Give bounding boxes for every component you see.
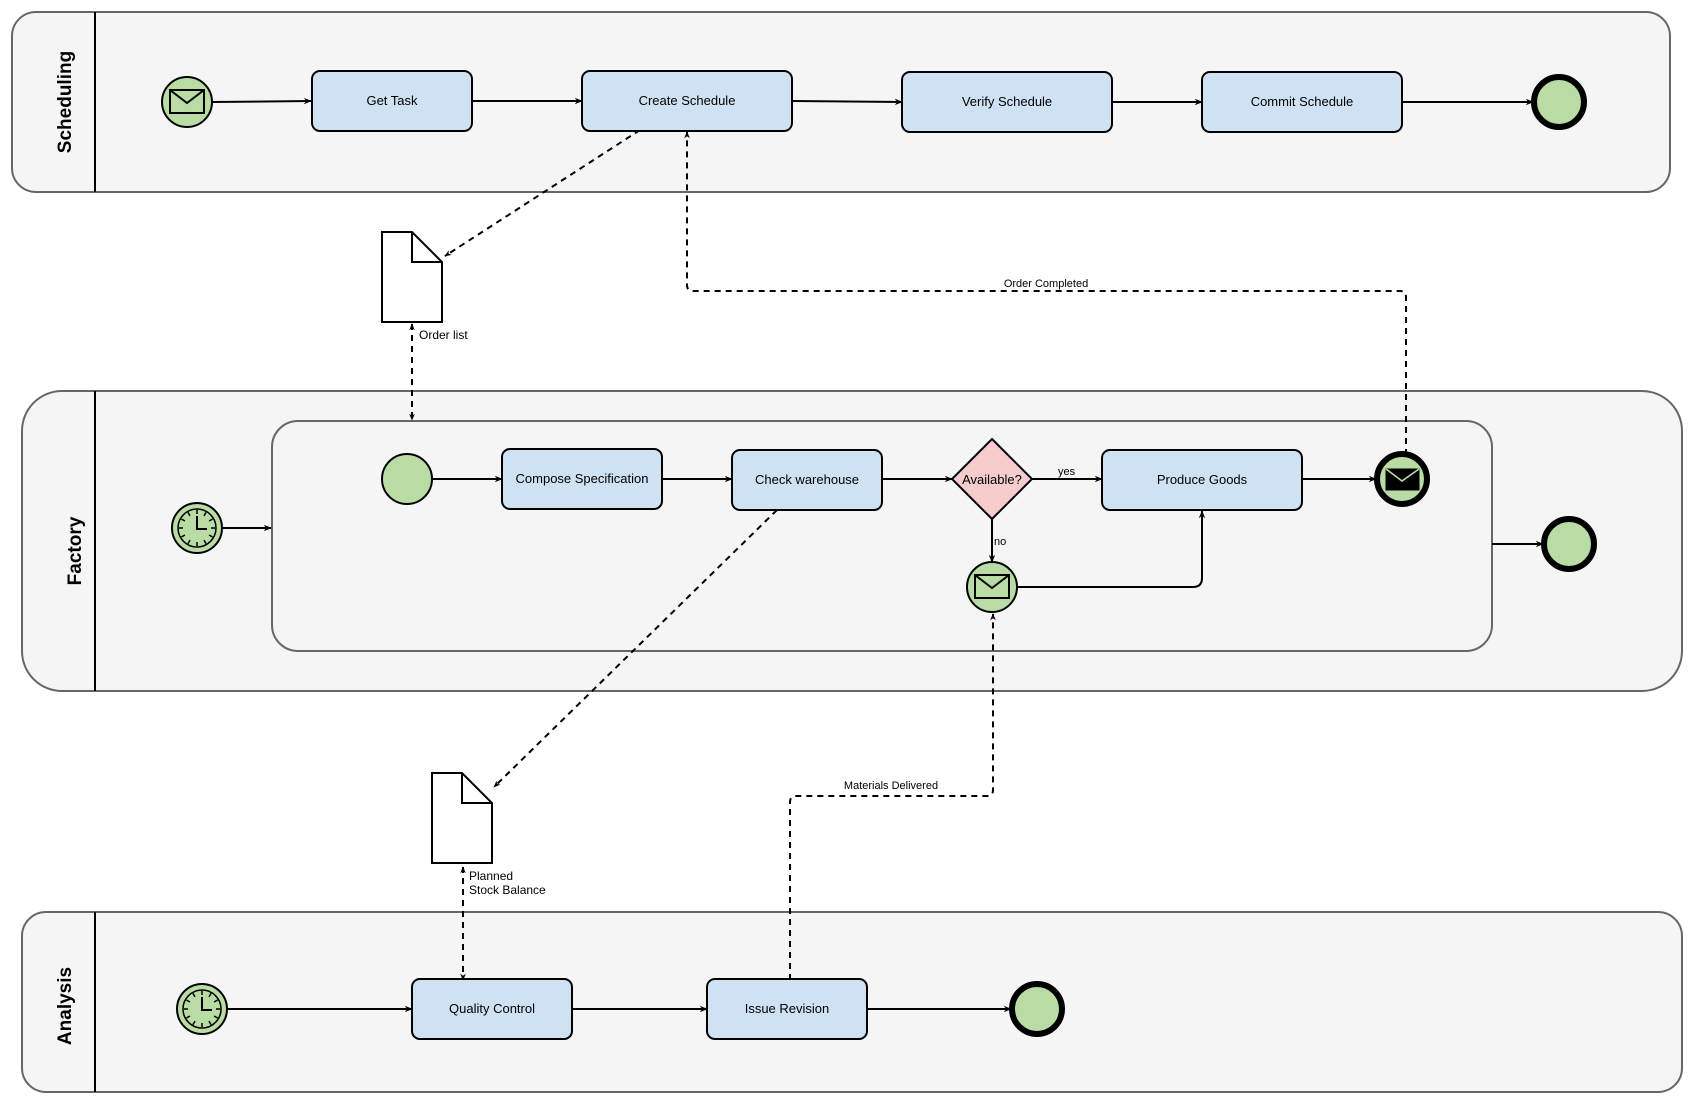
clock-icon — [177, 508, 217, 548]
lane-title-analysis: Analysis — [55, 967, 76, 1045]
factory-timer-start-event[interactable] — [171, 502, 223, 554]
message-flow-order-completed — [684, 131, 1407, 455]
envelope-icon — [169, 89, 205, 114]
filled-envelope-icon — [1385, 468, 1420, 491]
message-flow-materials-delivered — [789, 613, 996, 980]
task-label: Create Schedule — [639, 93, 736, 108]
message-end-event[interactable] — [1374, 451, 1430, 507]
sequence-flows — [211, 97, 1544, 1013]
task-label: Check warehouse — [755, 472, 859, 487]
flow-start-to-get-task — [211, 97, 312, 105]
task-verify-schedule[interactable]: Verify Schedule — [901, 71, 1113, 133]
task-label: Commit Schedule — [1251, 94, 1354, 109]
document-label: Order list — [419, 328, 468, 342]
task-create-schedule[interactable]: Create Schedule — [581, 70, 793, 132]
lane-title-scheduling: Scheduling — [55, 51, 76, 153]
flow-message-to-produce — [1017, 510, 1206, 588]
subprocess-start-event[interactable] — [381, 453, 433, 505]
task-label: Compose Specification — [516, 471, 649, 486]
task-label: Issue Revision — [745, 1001, 830, 1016]
envelope-icon — [974, 574, 1010, 599]
task-quality-control[interactable]: Quality Control — [411, 978, 573, 1040]
message-flow-label-order-completed: Order Completed — [1004, 278, 1088, 290]
task-label: Get Task — [366, 93, 418, 108]
analysis-end-event[interactable] — [1009, 981, 1065, 1037]
document-label-line1: Planned — [469, 869, 513, 883]
dashed-flows — [409, 129, 1407, 981]
clock-icon — [182, 989, 222, 1029]
task-get-task[interactable]: Get Task — [311, 70, 473, 132]
message-catch-event[interactable] — [966, 561, 1018, 613]
lane-title-factory: Factory — [65, 516, 86, 585]
task-label: Verify Schedule — [962, 94, 1052, 109]
factory-end-event[interactable] — [1541, 516, 1597, 572]
task-commit-schedule[interactable]: Commit Schedule — [1201, 71, 1403, 133]
task-label: Quality Control — [449, 1001, 535, 1016]
document-planned-stock-balance[interactable]: Planned Stock Balance — [431, 772, 546, 897]
message-flow-label-materials-delivered: Materials Delivered — [844, 780, 938, 792]
document-icon — [381, 231, 443, 323]
task-produce-goods[interactable]: Produce Goods — [1101, 449, 1303, 511]
association-create-to-order-list — [444, 129, 641, 257]
document-label-line2: Stock Balance — [469, 883, 546, 897]
task-issue-revision[interactable]: Issue Revision — [706, 978, 868, 1040]
scheduling-end-event[interactable] — [1531, 74, 1587, 130]
task-compose-specification[interactable]: Compose Specification — [501, 448, 663, 510]
task-label: Produce Goods — [1157, 472, 1248, 487]
document-order-list[interactable]: Order list — [381, 231, 468, 342]
gateway-available[interactable]: Available? — [950, 437, 1034, 521]
flow-create-to-verify — [791, 98, 903, 106]
task-check-warehouse[interactable]: Check warehouse — [731, 449, 883, 511]
analysis-timer-start-event[interactable] — [176, 983, 228, 1035]
gateway-no-label: no — [994, 536, 1006, 548]
gateway-label: Available? — [962, 472, 1022, 487]
document-icon — [431, 772, 493, 864]
association-check-to-planned-stock — [493, 509, 778, 788]
gateway-yes-label: yes — [1058, 466, 1076, 478]
message-start-event[interactable] — [161, 76, 213, 128]
